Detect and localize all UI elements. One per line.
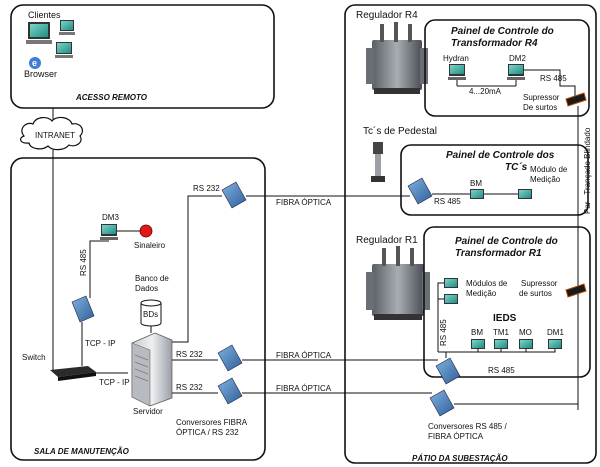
bds-label: BDs (143, 310, 158, 319)
dm3-label: DM3 (102, 213, 119, 222)
rs485-maint-label: RS 485 (79, 249, 88, 276)
transformer-r1-icon (366, 246, 430, 320)
rs485-bus-label: RS 485 (488, 366, 515, 375)
supressor-r1-line1: Supressor (521, 279, 558, 288)
supressor-r4-line2: De surtos (523, 103, 557, 112)
panel-r4-title-line1: Painel de Controle do (451, 26, 554, 37)
fibra-top-label: FIBRA ÓPTICA (276, 198, 332, 207)
panel-tc-box (400, 144, 589, 216)
intranet-label: INTRANET (35, 131, 75, 140)
hydran-label: Hydran (443, 54, 469, 63)
conv-label-line1: Conversores FIBRA (176, 418, 248, 427)
fibra-converter-icon-top (221, 181, 247, 209)
surge-suppressor-r1-icon (565, 283, 587, 298)
modulos-monitor-icon-1 (444, 278, 458, 288)
sinaleiro-label: Sinaleiro (134, 241, 166, 250)
regulador-r4-label: Regulador R4 (356, 10, 418, 21)
mo-monitor-icon (519, 339, 533, 349)
modulo-label-line1: Módulo de (530, 165, 568, 174)
fibra-converter-icon-mid (217, 344, 243, 372)
regulador-r1-label: Regulador R1 (356, 235, 418, 246)
client-computer-icon (59, 20, 75, 35)
rs485-fibra-converter-icon-1 (435, 357, 461, 385)
ieds-label: IEDS (493, 313, 517, 324)
svg-text:e: e (32, 58, 37, 68)
rs232-mid-label: RS 232 (176, 350, 203, 359)
signal-light-icon (139, 224, 153, 238)
tcpip-down-label: TCP - IP (99, 378, 130, 387)
server-icon (131, 332, 173, 407)
modulos-label-line1: Módulos de (466, 279, 508, 288)
network-switch-icon (50, 366, 96, 381)
supressor-r4-line1: Supressor (523, 93, 560, 102)
bm-label: BM (471, 328, 483, 337)
servidor-label: Servidor (133, 407, 163, 416)
remote-access-title: ACESSO REMOTO (75, 93, 148, 102)
bm-monitor-icon (471, 339, 485, 349)
hydran-monitor-icon (448, 64, 466, 80)
panel-r4-title-line2: Transformador R4 (451, 38, 538, 49)
surge-suppressor-r4-icon (565, 92, 587, 107)
rs485-r4-label: RS 485 (540, 74, 567, 83)
rs485-tc-label: RS 485 (434, 197, 461, 206)
supressor-r1-line2: de surtos (519, 289, 552, 298)
database-icon: BDs (140, 299, 162, 327)
substation-title: PÁTIO DA SUBESTAÇÃO (412, 454, 508, 463)
tcpip-up-label: TCP - IP (85, 339, 116, 348)
modulos-monitor-icon-2 (444, 294, 458, 304)
dm1-label: DM1 (547, 328, 564, 337)
ma-label: 4...20mA (469, 87, 502, 96)
mo-label: MO (519, 328, 532, 337)
tm1-monitor-icon (494, 339, 508, 349)
rs232-low-label: RS 232 (176, 383, 203, 392)
panel-tc-title-line2: TC´s (505, 162, 528, 173)
panel-tc-title-line1: Painel de Controle dos (446, 150, 555, 161)
rs485-vert-label: RS 485 (439, 319, 448, 346)
remote-access-box (10, 4, 275, 109)
switch-label: Switch (22, 353, 46, 362)
dm3-monitor-icon (100, 224, 118, 240)
fibra-converter-icon-low (217, 377, 243, 405)
clients-label: Clientes (28, 10, 61, 20)
transformer-r4-icon (366, 22, 428, 94)
bm-tc-monitor-icon (470, 189, 484, 199)
db-label-line2: Dados (135, 284, 158, 293)
modulo-monitor-icon (518, 189, 532, 199)
panel-r4-box (424, 19, 590, 117)
tm1-label: TM1 (493, 328, 510, 337)
client-computer-icon (55, 42, 73, 58)
modulos-label-line2: Medição (466, 289, 497, 298)
panel-r1-title-line1: Painel de Controle do (455, 236, 558, 247)
bm-tc-label: BM (470, 179, 482, 188)
substation-box (344, 4, 597, 464)
maintenance-room-box (10, 157, 266, 461)
dm1-monitor-icon (548, 339, 562, 349)
browser-label: Browser (24, 69, 57, 79)
rs485-fibra-converter-icon-2 (429, 389, 455, 417)
fibra-mid-label: FIBRA ÓPTICA (276, 351, 332, 360)
sub-conv-label-line2: FIBRA ÓPTICA (428, 432, 484, 441)
panel-r1-title-line2: Transformador R1 (455, 248, 542, 259)
sub-conv-label-line1: Conversores RS 485 / (428, 422, 507, 431)
dm2-label: DM2 (509, 54, 526, 63)
intranet-cloud: INTRANET (19, 116, 84, 151)
modulo-label-line2: Medição (530, 175, 561, 184)
client-computer-icon (26, 22, 52, 44)
dm2-monitor-icon (507, 64, 525, 80)
db-label-line1: Banco de (135, 274, 169, 283)
fibra-converter-icon-tc (407, 177, 433, 205)
conv-label-line2: ÓPTICA / RS 232 (176, 428, 239, 437)
fibra-low-label: FIBRA ÓPTICA (276, 384, 332, 393)
panel-r1-box (423, 226, 591, 378)
maintenance-title: SALA DE MANUTENÇÃO (34, 447, 130, 456)
rs232-top-label: RS 232 (193, 184, 220, 193)
browser-icon: e (29, 57, 41, 69)
rs485-converter-icon (71, 295, 95, 323)
current-transformer-icon (371, 142, 385, 182)
tc-pedestal-label: Tc´s de Pedestal (363, 125, 437, 137)
